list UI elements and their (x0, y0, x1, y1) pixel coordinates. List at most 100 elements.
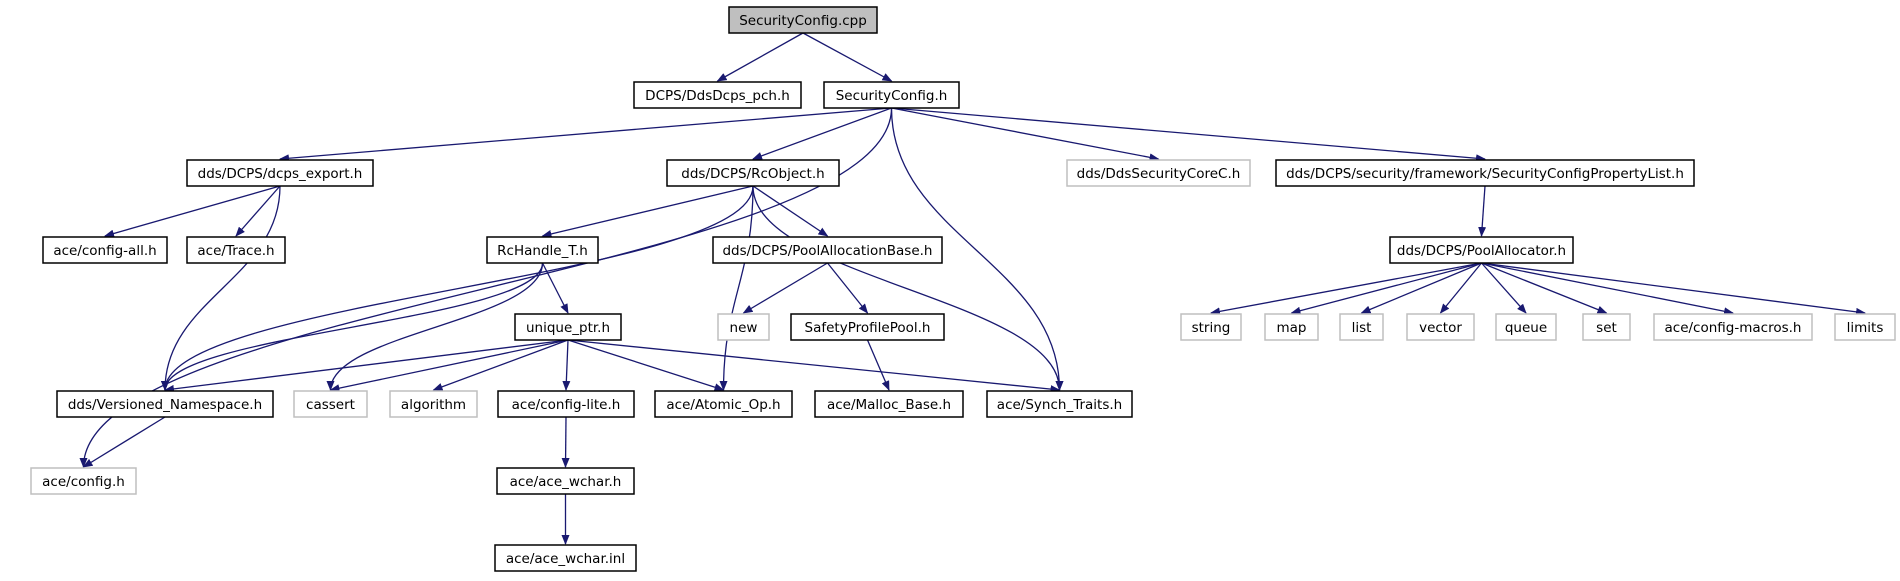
node-box (514, 313, 622, 341)
node-label: ace/Synch_Traits.h (997, 397, 1122, 413)
node-box (56, 390, 274, 418)
node-label: dds/DCPS/dcps_export.h (198, 166, 363, 182)
edge-arrow (891, 107, 1486, 163)
node-box (633, 81, 802, 109)
dependency-edge (719, 185, 754, 391)
edge-arrow (161, 185, 281, 391)
file-node[interactable]: dds/DCPS/RcObject.h (666, 159, 840, 187)
edge-arrow (752, 185, 1064, 391)
node-box (389, 390, 478, 418)
node-box (654, 390, 793, 418)
file-node[interactable]: ace/Trace.h (186, 236, 286, 264)
node-label: string (1192, 320, 1231, 336)
dependency-edge (562, 339, 571, 391)
node-box (1275, 159, 1695, 187)
file-node: set (1582, 313, 1631, 341)
dependency-edge (1481, 262, 1734, 316)
file-node: ace/config.h (30, 467, 137, 495)
edge-arrow (432, 339, 569, 391)
file-node: cassert (293, 390, 368, 418)
dependency-edge (802, 32, 893, 82)
dependency-edges (79, 32, 1866, 545)
file-node[interactable]: RcHandle_T.h (486, 236, 599, 264)
dependency-edge (752, 185, 829, 237)
file-node[interactable]: dds/Versioned_Namespace.h (56, 390, 274, 418)
dependency-edge (432, 339, 569, 391)
file-node[interactable]: ace/ace_wchar.h (496, 467, 635, 495)
dependency-edge (279, 107, 892, 163)
node-box (728, 6, 878, 34)
file-node[interactable]: SecurityConfig.h (823, 81, 960, 109)
edge-arrow (161, 185, 754, 391)
node-box (486, 236, 599, 264)
node-label: limits (1847, 320, 1884, 336)
file-node[interactable]: dds/DCPS/security/framework/SecurityConf… (1275, 159, 1695, 187)
file-node[interactable]: unique_ptr.h (514, 313, 622, 341)
dependency-edge (164, 339, 569, 393)
file-node[interactable]: DCPS/DdsDcps_pch.h (633, 81, 802, 109)
dependency-edge (752, 107, 892, 160)
file-node[interactable]: ace/Malloc_Base.h (814, 390, 964, 418)
node-box (1582, 313, 1631, 341)
node-box (666, 159, 840, 187)
file-node: ace/config-macros.h (1653, 313, 1813, 341)
file-node: vector (1406, 313, 1475, 341)
node-box (1339, 313, 1384, 341)
edge-arrow (1210, 262, 1482, 316)
edge-arrow (164, 339, 569, 393)
node-label: vector (1419, 320, 1462, 336)
node-label: dds/DCPS/PoolAllocationBase.h (722, 243, 932, 259)
node-box (293, 390, 368, 418)
file-node[interactable]: ace/Synch_Traits.h (986, 390, 1133, 418)
file-node[interactable]: ace/config-lite.h (497, 390, 635, 418)
node-label: algorithm (401, 397, 466, 413)
edge-arrow (562, 339, 571, 391)
file-node[interactable]: dds/DCPS/PoolAllocator.h (1389, 236, 1574, 264)
edge-arrow (742, 262, 828, 314)
edge-arrow (716, 32, 804, 82)
dependency-edge (1481, 262, 1866, 316)
dependency-edge (161, 262, 544, 391)
edge-arrow (104, 185, 281, 238)
node-label: ace/config-lite.h (512, 397, 621, 413)
node-label: ace/config-macros.h (1665, 320, 1802, 336)
edge-arrow (752, 185, 829, 237)
dependency-edge (716, 32, 804, 82)
dependency-edge (891, 107, 1160, 162)
node-label: queue (1505, 320, 1547, 336)
dependency-edge (1439, 262, 1483, 314)
file-node[interactable]: SafetyProfilePool.h (790, 313, 945, 341)
node-label: ace/ace_wchar.h (510, 474, 622, 490)
node-label: dds/DCPS/PoolAllocator.h (1397, 243, 1566, 259)
edge-arrow (326, 262, 544, 391)
node-label: cassert (306, 397, 355, 413)
file-node[interactable]: ace/Atomic_Op.h (654, 390, 793, 418)
node-box (712, 236, 943, 264)
file-node: new (717, 313, 770, 341)
node-label: unique_ptr.h (526, 320, 610, 336)
node-box (496, 467, 635, 495)
node-label: map (1277, 320, 1307, 336)
dependency-edge (866, 339, 890, 391)
file-node[interactable]: SecurityConfig.cpp (728, 6, 878, 34)
edge-arrow (561, 416, 570, 468)
dependency-edge (561, 416, 570, 468)
file-node[interactable]: ace/config-all.h (42, 236, 168, 264)
node-box (1653, 313, 1813, 341)
node-box (986, 390, 1133, 418)
file-node[interactable]: ace/ace_wchar.inl (494, 544, 637, 572)
node-box (1180, 313, 1242, 341)
dependency-edge (541, 262, 569, 314)
node-label: dds/DCPS/RcObject.h (681, 166, 824, 182)
node-box (1264, 313, 1319, 341)
node-box (814, 390, 964, 418)
dependency-edge (541, 185, 754, 238)
edge-arrow (329, 339, 569, 393)
node-label: ace/Atomic_Op.h (666, 397, 780, 413)
file-node[interactable]: dds/DCPS/PoolAllocationBase.h (712, 236, 943, 264)
file-node[interactable]: dds/DCPS/dcps_export.h (186, 159, 374, 187)
node-label: ace/ace_wchar.inl (506, 551, 625, 567)
edge-arrow (541, 262, 569, 314)
